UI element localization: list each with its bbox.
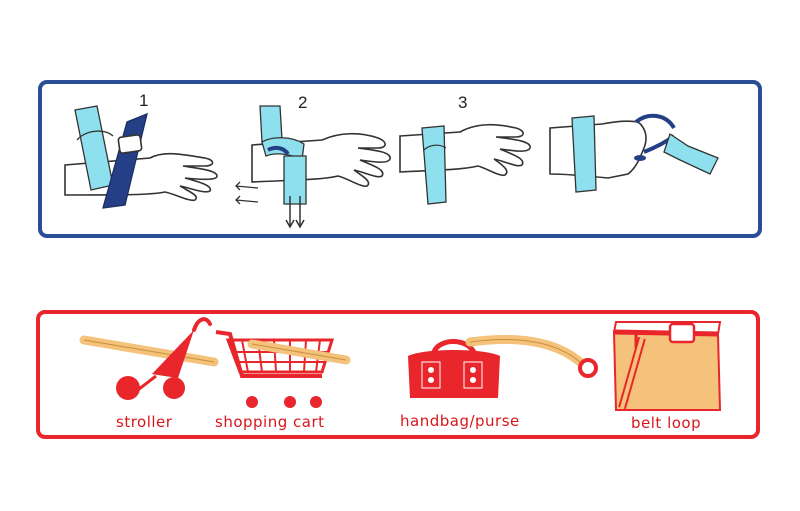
- hand-wrapping-strap-icon: [235, 105, 391, 229]
- hand-strap-leash-icon: [549, 113, 719, 193]
- shopping-cart-icon: [215, 330, 351, 408]
- hand-strap-fastened-icon: [399, 123, 531, 205]
- use-label-stroller: stroller: [116, 413, 173, 431]
- step-3-number: 3: [458, 93, 468, 112]
- use-label-handbag: handbag/purse: [400, 412, 520, 430]
- hand-with-strap-icon: [64, 105, 218, 209]
- stroller-icon: [79, 317, 219, 400]
- step-2-number: 2: [298, 93, 308, 112]
- use-label-shopping-cart: shopping cart: [215, 413, 325, 431]
- use-label-belt-loop: belt loop: [631, 414, 702, 432]
- step-1-number: 1: [139, 91, 149, 110]
- belt-loop-icon: [612, 321, 722, 411]
- handbag-icon: [408, 334, 598, 398]
